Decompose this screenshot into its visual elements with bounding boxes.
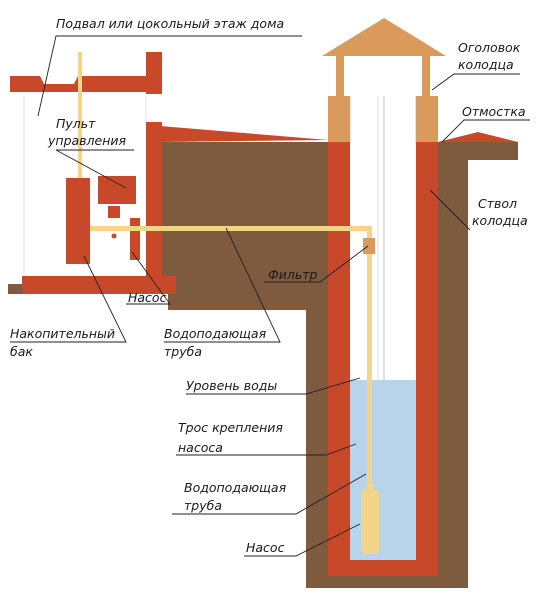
label-cable-1: Трос крепления bbox=[178, 420, 283, 435]
label-basement: Подвал или цокольный этаж дома bbox=[56, 16, 285, 31]
label-water-level: Уровень воды bbox=[186, 378, 278, 393]
cap-ring-right bbox=[416, 96, 438, 142]
label-storage-tank-2: бак bbox=[10, 344, 33, 359]
cap-post-right bbox=[422, 54, 430, 98]
house-floor bbox=[22, 276, 176, 294]
label-storage-tank-1: Накопительный bbox=[10, 326, 116, 341]
water bbox=[350, 380, 416, 560]
submersible-pump bbox=[361, 490, 379, 554]
label-filter: Фильтр bbox=[268, 267, 318, 282]
cap-post-left bbox=[336, 54, 344, 98]
house-wall bbox=[146, 122, 162, 294]
label-pump-house: Насос bbox=[128, 290, 167, 305]
leader-lines bbox=[10, 35, 530, 557]
label-supply-pipe-well-2: труба bbox=[184, 498, 222, 513]
label-control-panel-1: Пульт bbox=[56, 116, 96, 131]
label-cable-2: насоса bbox=[178, 440, 223, 455]
label-supply-pipe-well-1: Водоподающая bbox=[184, 480, 287, 495]
label-control-panel-2: управления bbox=[48, 133, 127, 148]
well-bottom bbox=[328, 560, 438, 576]
blind-area-right bbox=[438, 132, 518, 142]
well-wall-left bbox=[328, 142, 350, 576]
label-supply-pipe-top-1: Водоподающая bbox=[164, 326, 267, 341]
label-blind-area: Отмостка bbox=[462, 104, 526, 119]
control-panel-box bbox=[108, 206, 120, 218]
well-wall-right bbox=[416, 142, 438, 576]
label-well-shaft-2: колодца bbox=[472, 213, 528, 228]
label-supply-pipe-top-2: труба bbox=[164, 344, 202, 359]
supply-pipe-well-vertical bbox=[367, 231, 372, 493]
house-riser-pipe bbox=[78, 52, 82, 178]
house-ceiling bbox=[10, 76, 162, 92]
storage-tank bbox=[66, 178, 90, 264]
label-cap-1: Оголовок bbox=[458, 40, 521, 55]
filter bbox=[363, 238, 375, 254]
control-panel bbox=[98, 176, 136, 204]
cap-ring-left bbox=[328, 96, 350, 142]
label-pump-well: Насос bbox=[246, 540, 285, 555]
label-cap-2: колодца bbox=[458, 57, 514, 72]
supply-pipe-horizontal bbox=[90, 226, 372, 231]
blind-area-left bbox=[160, 126, 328, 142]
label-well-shaft-1: Ствол bbox=[478, 196, 518, 211]
cap-roof bbox=[322, 18, 446, 56]
house-pump bbox=[130, 218, 140, 260]
